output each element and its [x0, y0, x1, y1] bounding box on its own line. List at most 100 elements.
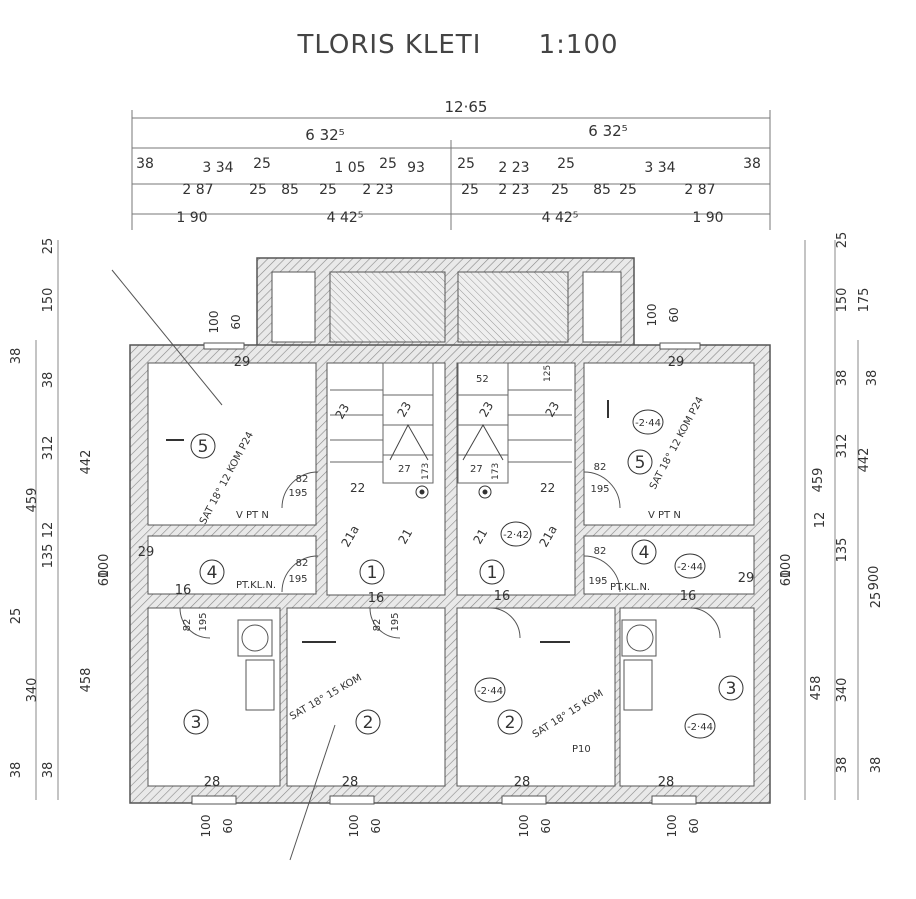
wall-mark: 28	[658, 775, 675, 790]
ptkln-right: PT.KL.N.	[610, 582, 650, 593]
left-dim-label: 25	[41, 238, 56, 255]
radiator-icons	[166, 400, 609, 643]
right-dim-label: 900	[867, 566, 882, 591]
dim-row1-label: 38	[743, 156, 761, 172]
dim-row1-label: 3 34	[202, 160, 233, 176]
left-dim-label: 38	[41, 372, 56, 389]
dim-row1-label: 25	[457, 156, 475, 172]
wall-mark: 16	[494, 589, 511, 604]
right-dim-label: 458	[809, 676, 824, 701]
dim-row1-label: 25	[379, 156, 397, 172]
stair-label-6: 22	[540, 481, 555, 495]
room-5-left: 5	[198, 437, 209, 457]
wall-mark: 29	[668, 355, 685, 370]
level-1: -2·44	[635, 418, 661, 429]
dim-row3-label: 4 42⁵	[542, 210, 579, 226]
stair-label-15: 52	[476, 374, 489, 385]
window-label: 100	[665, 815, 679, 838]
room-4-left: 4	[207, 563, 218, 583]
right-dim-label: 312	[835, 434, 850, 459]
plan-title: TLORIS KLETI 1:100	[0, 30, 916, 60]
left-dim-label: 150	[41, 288, 56, 313]
room-4-right: 4	[639, 543, 650, 563]
level-3: -2·44	[677, 562, 703, 573]
stairs-right	[457, 362, 572, 484]
dim-row2-label: 25	[619, 182, 637, 198]
dim-row2-label: 2 23	[498, 182, 529, 198]
side-dimension-lines	[35, 240, 859, 800]
stair-label-8: 21	[470, 526, 490, 546]
dim-row2-label: 2 87	[684, 182, 715, 198]
right-dim-label: 340	[835, 678, 850, 703]
vent-left: V PT N	[236, 510, 269, 521]
walls	[129, 257, 771, 804]
door-label: 195	[198, 612, 209, 631]
dim-row1-label: 25	[557, 156, 575, 172]
right-dim-label: 38	[835, 757, 850, 774]
fixture-icons	[237, 619, 657, 711]
window-label: 100	[199, 815, 213, 838]
window-label: 60	[667, 307, 681, 322]
right-dim-label: 459	[811, 468, 826, 493]
dim-half-right: 6 32⁵	[588, 122, 627, 140]
stair-label-12: 27	[470, 464, 483, 475]
left-dim-label: 442	[79, 450, 94, 475]
right-dim-label: 175	[857, 288, 872, 313]
room-1-right: 1	[487, 563, 498, 583]
left-dim-label: 12	[41, 522, 56, 539]
left-dim-label: 100	[97, 554, 112, 579]
right-dim-label: 38	[835, 370, 850, 387]
stair-label-13: 173	[421, 463, 431, 480]
wall-mark: 16	[368, 591, 385, 606]
dim-row2-label: 25	[551, 182, 569, 198]
section-lines	[111, 269, 336, 861]
dim-row1-label: 1 05	[334, 160, 365, 176]
stair-label-5: 22	[350, 481, 365, 495]
room-5-right: 5	[635, 453, 646, 473]
window-label: 100	[517, 815, 531, 838]
door-label: 82	[594, 546, 607, 557]
sat-note-right-2-sub: P10	[572, 744, 591, 755]
right-dim-label: 150	[835, 288, 850, 313]
level-4: -2·44	[477, 686, 503, 697]
dim-half-left: 6 32⁵	[305, 126, 344, 144]
room-circles	[183, 433, 744, 735]
left-dim-label: 25	[9, 608, 24, 625]
door-label: 195	[288, 574, 307, 585]
stair-label-4: 23	[542, 399, 562, 419]
wall-mark: 16	[175, 583, 192, 598]
wall-mark: 28	[342, 775, 359, 790]
dim-row3-label: 4 42⁵	[327, 210, 364, 226]
door-label: 82	[372, 619, 383, 632]
door-label: 82	[594, 462, 607, 473]
left-dim-label: 340	[25, 678, 40, 703]
left-dim-label: 38	[9, 762, 24, 779]
wall-mark: 29	[738, 571, 755, 586]
dim-row1-label: 3 34	[644, 160, 675, 176]
dim-row2-label: 25	[249, 182, 267, 198]
right-dim-label: 25	[869, 592, 884, 609]
wall-mark: 16	[680, 589, 697, 604]
left-dim-label: 459	[25, 488, 40, 513]
top-dimensions	[131, 110, 771, 230]
level-circles	[474, 409, 716, 739]
left-dim-label: 38	[9, 348, 24, 365]
window-label: 60	[539, 818, 553, 833]
room-3-right: 3	[726, 679, 737, 699]
door-label: 82	[296, 474, 309, 485]
window-label: 60	[369, 818, 383, 833]
stairs-left	[330, 362, 434, 484]
room-1-left: 1	[367, 563, 378, 583]
right-dim-label: 12	[813, 512, 828, 529]
stair-label-14: 173	[491, 463, 501, 480]
window-label: 60	[221, 818, 235, 833]
plan-title-label: TLORIS KLETI	[297, 30, 482, 60]
vent-right: V PT N	[648, 510, 681, 521]
stair-label-16: 125	[543, 365, 553, 382]
dim-row2-label: 25	[319, 182, 337, 198]
